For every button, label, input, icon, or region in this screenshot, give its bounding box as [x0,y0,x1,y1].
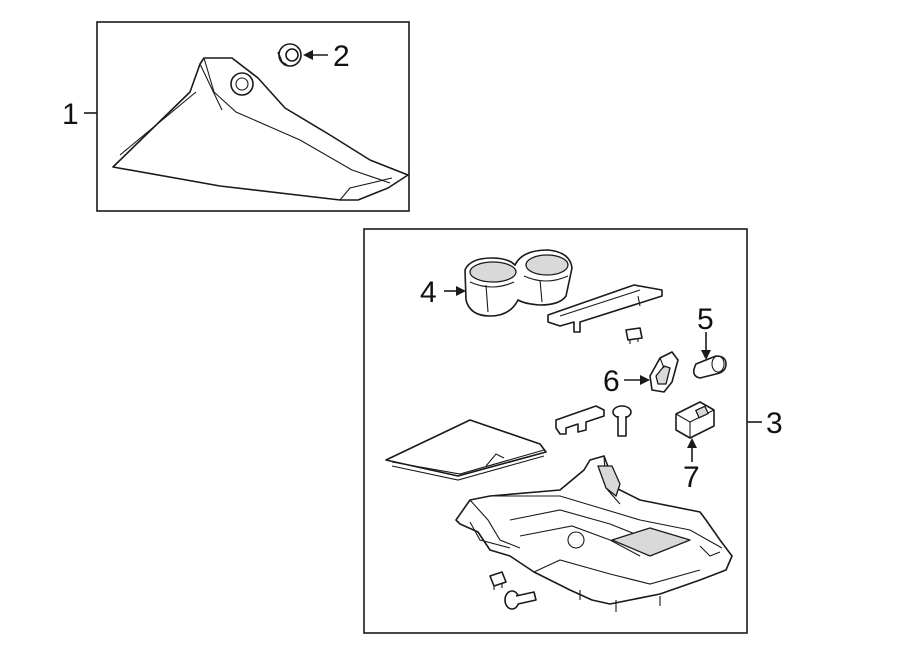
callout-1: 1 [62,98,79,131]
callout-6-arrowhead [640,375,650,385]
storage-tray-mat [385,419,547,481]
callout-6: 6 [603,365,620,398]
screw-upper [612,405,632,437]
part-1-console-trim-panel [112,57,409,201]
lower-group-frame [363,228,748,634]
part-4-cup-holder-insert [464,249,573,317]
part-7-switch [675,401,715,439]
upper-group-frame [96,21,410,212]
callout-5-arrowhead [701,350,711,360]
callout-4-arrowhead [456,286,466,296]
part-6-outlet [649,351,679,393]
callout-2: 2 [333,40,350,73]
trim-strip [547,284,663,333]
part-5-socket [692,355,727,379]
callout-7: 7 [683,461,700,494]
callout-5: 5 [697,303,714,336]
callout-4: 4 [420,276,437,309]
bracket-clip [555,405,605,435]
part-3-console-base [455,455,733,612]
callout-7-arrowhead [687,438,697,448]
screw-lower [504,590,537,610]
callout-2-arrowhead [303,50,313,60]
callout-3: 3 [766,407,783,440]
part-2-push-clip [277,43,302,67]
small-clip-lower [489,571,507,590]
small-clip-upper [625,327,643,344]
